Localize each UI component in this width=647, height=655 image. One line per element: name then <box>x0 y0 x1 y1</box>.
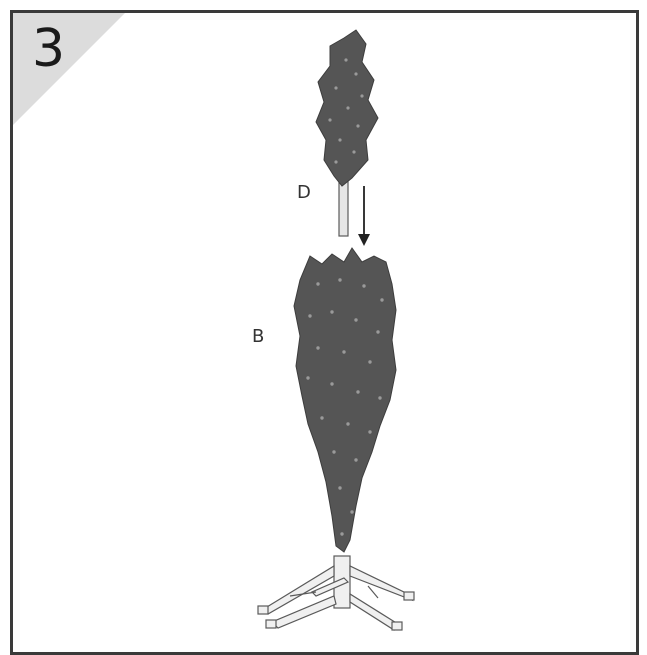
arrow-down-icon <box>358 186 370 246</box>
part-label-d: D <box>297 182 311 203</box>
part-label-b: B <box>252 326 264 347</box>
stand-foot-front-right <box>392 622 402 630</box>
stand-leg-front-right <box>350 594 398 630</box>
top-section-pole <box>339 178 348 236</box>
tree-top-section <box>316 30 378 236</box>
stand-foot-front-left <box>266 620 276 628</box>
tree-stand <box>258 556 414 630</box>
lower-section-foliage <box>294 248 396 552</box>
tree-lower-section <box>294 248 396 552</box>
stand-foot-right <box>404 592 414 600</box>
stand-leg-right <box>350 566 412 600</box>
stand-foot-left <box>258 606 268 614</box>
